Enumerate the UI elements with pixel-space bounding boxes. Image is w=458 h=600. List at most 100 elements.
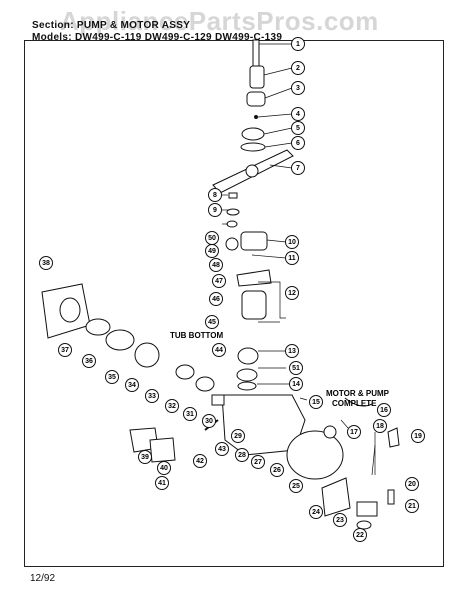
callout-23: 23	[333, 513, 347, 527]
part-4-pin	[254, 115, 258, 119]
callout-43: 43	[215, 442, 229, 456]
callout-20: 20	[405, 477, 419, 491]
callout-number: 7	[296, 165, 300, 172]
callout-18: 18	[373, 419, 387, 433]
callout-35: 35	[105, 370, 119, 384]
callout-circle	[289, 361, 303, 375]
part-40-bracket	[149, 437, 176, 463]
models-line: Models: DW499-C-119 DW499-C-129 DW499-C-…	[32, 32, 283, 43]
callout-12: 12	[285, 286, 299, 300]
callout-number: 17	[350, 429, 358, 436]
callout-41: 41	[155, 476, 169, 490]
callout-circle	[193, 454, 207, 468]
callout-15: 15	[309, 395, 323, 409]
part-12-pump-body	[241, 290, 267, 320]
callout-number: 34	[128, 382, 136, 389]
callout-circle	[289, 377, 303, 391]
part-10-housing	[240, 231, 268, 251]
callout-31: 31	[183, 407, 197, 421]
callout-circle	[39, 256, 53, 270]
part-9-washer	[226, 208, 240, 216]
callout-circle	[138, 450, 152, 464]
callout-circle	[155, 476, 169, 490]
callout-circle	[157, 461, 171, 475]
callout-number: 8	[213, 192, 217, 199]
watermark: AppliancePartsPros.com	[60, 6, 379, 36]
callout-32: 32	[165, 399, 179, 413]
callout-circle	[208, 203, 222, 217]
callout-circle	[291, 61, 305, 75]
callout-51: 51	[289, 361, 303, 375]
callout-circle	[212, 343, 226, 357]
part-35-seal	[134, 342, 160, 368]
callout-7: 7	[291, 161, 305, 175]
callout-number: 37	[61, 347, 69, 354]
callout-number: 9	[213, 207, 217, 214]
callout-44: 44	[212, 343, 226, 357]
callout-27: 27	[251, 455, 265, 469]
callout-circle	[251, 455, 265, 469]
part-51-ring	[236, 368, 258, 382]
part-21-clip	[387, 489, 395, 505]
callout-circle	[289, 479, 303, 493]
callout-number: 14	[292, 381, 300, 388]
callout-number: 45	[208, 319, 216, 326]
part-33-ring	[175, 364, 195, 380]
callout-number: 15	[312, 399, 320, 406]
callout-number: 38	[42, 260, 50, 267]
callout-number: 33	[148, 393, 156, 400]
callout-number: 49	[208, 248, 216, 255]
callout-number: 24	[312, 509, 320, 516]
part-3-bushing	[246, 91, 266, 107]
callout-number: 51	[292, 365, 300, 372]
callout-circle	[215, 442, 229, 456]
callout-circle	[309, 395, 323, 409]
callout-circle	[231, 429, 245, 443]
callout-number: 41	[158, 480, 166, 487]
part-22-washer	[356, 520, 372, 530]
callout-number: 18	[376, 423, 384, 430]
part-13-seal	[237, 347, 259, 365]
callout-circle	[209, 292, 223, 306]
callout-10: 10	[285, 235, 299, 249]
callout-circle	[285, 235, 299, 249]
revision-date: 12/92	[30, 573, 56, 584]
callout-number: 26	[273, 467, 281, 474]
callout-circle	[309, 505, 323, 519]
callout-number: 27	[254, 459, 262, 466]
callout-47: 47	[212, 274, 226, 288]
callout-circle	[285, 344, 299, 358]
callout-number: 50	[208, 235, 216, 242]
callout-45: 45	[205, 315, 219, 329]
callout-30: 30	[202, 414, 216, 428]
callout-circle	[212, 274, 226, 288]
callout-circle	[235, 448, 249, 462]
callout-circle	[291, 161, 305, 175]
callout-circle	[291, 121, 305, 135]
callout-circle	[105, 370, 119, 384]
callout-number: 29	[234, 433, 242, 440]
callout-number: 46	[212, 296, 220, 303]
callout-19: 19	[411, 429, 425, 443]
part-11-ring	[226, 220, 238, 228]
callout-number: 16	[380, 407, 388, 414]
callout-number: 36	[85, 358, 93, 365]
part-2-sleeve	[249, 65, 265, 89]
part-23-switch	[356, 501, 378, 517]
callout-number: 32	[168, 403, 176, 410]
callout-number: 1	[296, 41, 300, 48]
callout-circle	[270, 463, 284, 477]
part-5-nut	[241, 127, 265, 141]
callout-circle	[125, 378, 139, 392]
callout-number: 22	[356, 532, 364, 539]
callout-42: 42	[193, 454, 207, 468]
callout-circle	[405, 477, 419, 491]
callout-34: 34	[125, 378, 139, 392]
callout-circle	[333, 513, 347, 527]
callout-number: 4	[296, 111, 300, 118]
callout-circle	[183, 407, 197, 421]
part-37-clamp	[85, 318, 111, 336]
callout-50: 50	[205, 231, 219, 245]
callout-circle	[209, 258, 223, 272]
